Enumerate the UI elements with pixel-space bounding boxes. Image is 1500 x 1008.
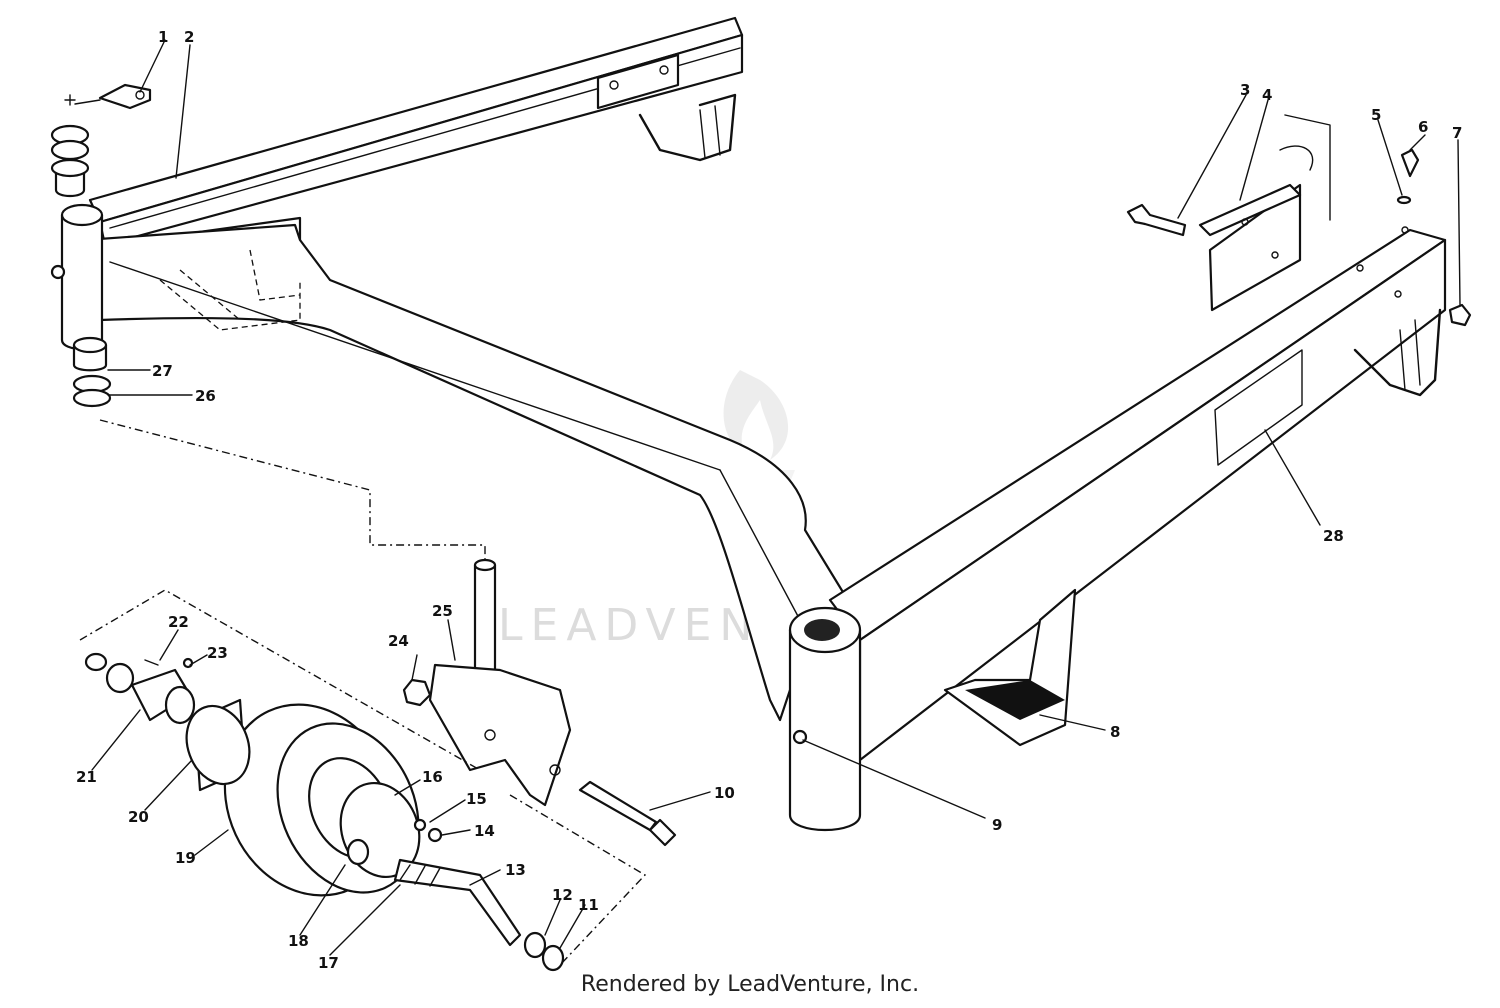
frame-assembly [50,16,1447,831]
leader-lines [91,39,1461,956]
callout-20: 20 [128,808,149,826]
callout-26: 26 [195,387,216,405]
callout-23: 23 [207,644,228,662]
callout-13: 13 [505,861,526,879]
callout-15: 15 [466,790,487,808]
callout-2: 2 [184,28,194,46]
callout-11: 11 [578,896,599,914]
callout-10: 10 [714,784,735,802]
callout-17: 17 [318,954,339,972]
grease-fitting-icon [74,83,152,110]
credit-text: Rendered by LeadVenture, Inc. [580,972,920,997]
callout-16: 16 [422,768,443,786]
caster-assembly [79,558,677,972]
callout-1: 1 [158,28,168,46]
callout-7: 7 [1452,124,1462,142]
hitch-bracket [1126,114,1472,327]
callout-22: 22 [168,613,189,631]
callout-labels: 1 2 3 4 5 6 7 8 9 10 11 12 13 14 15 16 1… [76,28,1462,972]
callout-28: 28 [1323,527,1344,545]
callout-12: 12 [552,886,573,904]
callout-8: 8 [1110,723,1120,741]
callout-25: 25 [432,602,453,620]
step-pad [965,680,1065,720]
callout-3: 3 [1240,81,1250,99]
callout-18: 18 [288,932,309,950]
callout-6: 6 [1418,118,1428,136]
callout-21: 21 [76,768,97,786]
callout-4: 4 [1262,86,1272,104]
callout-5: 5 [1371,106,1381,124]
callout-19: 19 [175,849,196,867]
callout-14: 14 [474,822,495,840]
callout-9: 9 [992,816,1002,834]
upper-bushing-stack [50,94,90,198]
callout-24: 24 [388,632,409,650]
lower-bushing-stack [72,336,112,408]
callout-27: 27 [152,362,173,380]
